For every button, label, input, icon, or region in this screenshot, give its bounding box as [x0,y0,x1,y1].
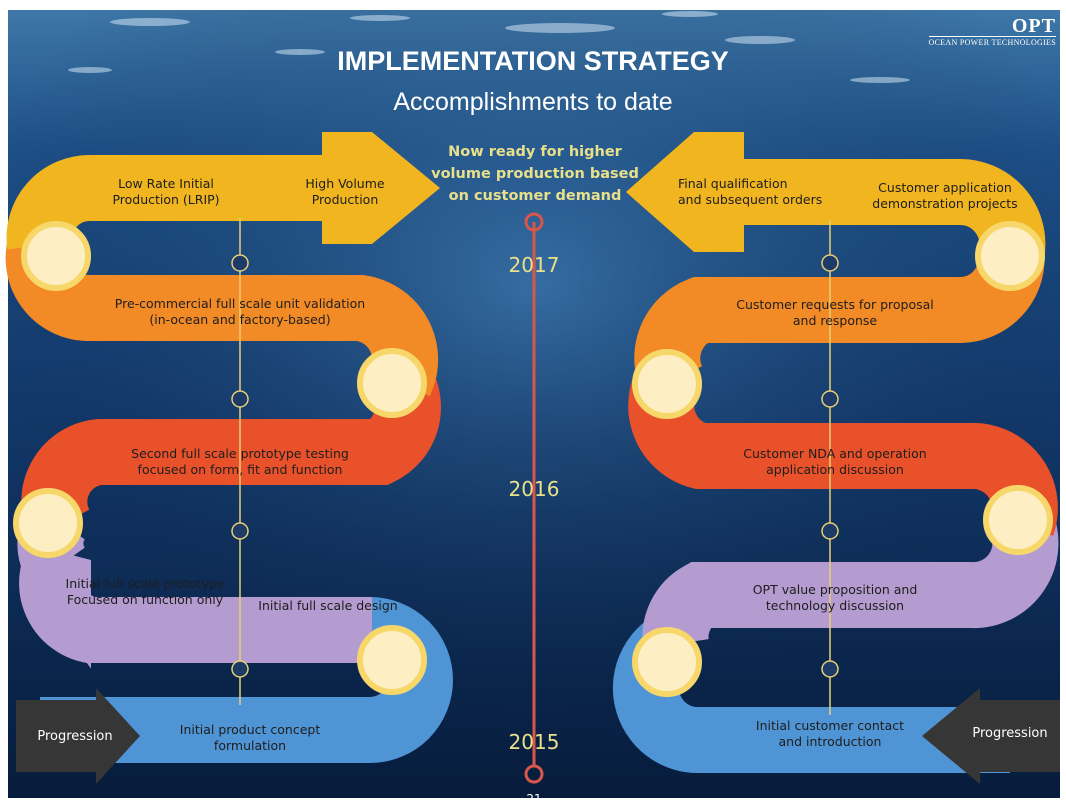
right-progression-arrow [922,688,1060,784]
left-progression-label: Progression [37,729,113,744]
left-progression-arrow [16,688,140,784]
left-connector [231,218,249,705]
right-stage-nda: Customer NDA and operation application d… [743,446,927,477]
logo-company-name: OCEAN POWER TECHNOLOGIES [928,36,1056,47]
slide-title: IMPLEMENTATION STRATEGY [337,46,729,76]
left-stage-high-volume: High Volume Production [305,176,385,207]
right-stage-value-proposition: OPT value proposition and technology dis… [752,582,918,613]
page-number: 21 [526,792,542,806]
timeline-end-marker [524,212,544,232]
slide-subtitle: Accomplishments to date [393,88,673,116]
right-stage-contact: Initial customer contact and introductio… [755,718,905,749]
milestone-bubbles [13,221,1053,697]
left-stage-concept: Initial product concept formulation [179,722,321,753]
right-end-arrow [626,132,744,252]
timeline-start-marker [524,764,544,784]
opt-logo: OPT OCEAN POWER TECHNOLOGIES [928,15,1056,47]
left-stage-initial-design: Initial full scale design [258,598,398,613]
year-2016: 2016 [508,477,560,501]
right-progression-label: Progression [972,726,1048,741]
left-stage-initial-prototype: Initial full scale prototype Focused on … [65,576,225,607]
left-stage-second-prototype: Second full scale prototype testing focu… [131,446,349,477]
left-end-arrow [322,132,440,244]
headline-callout: Now ready for higher volume production b… [431,144,639,204]
right-stage-rfp: Customer requests for proposal and respo… [736,297,934,328]
left-stage-lrip: Low Rate Initial Production (LRIP) [112,176,220,207]
right-stage-final-qualification: Final qualification and subsequent order… [678,176,823,207]
right-stage-demonstration: Customer application demonstration proje… [872,180,1018,211]
year-2017: 2017 [508,253,560,277]
water-surface-streaks [68,11,910,83]
right-connector [821,220,839,715]
left-stage-precommercial: Pre-commercial full scale unit validatio… [114,296,366,327]
year-2015: 2015 [508,730,560,754]
logo-mark: OPT [1011,15,1056,37]
